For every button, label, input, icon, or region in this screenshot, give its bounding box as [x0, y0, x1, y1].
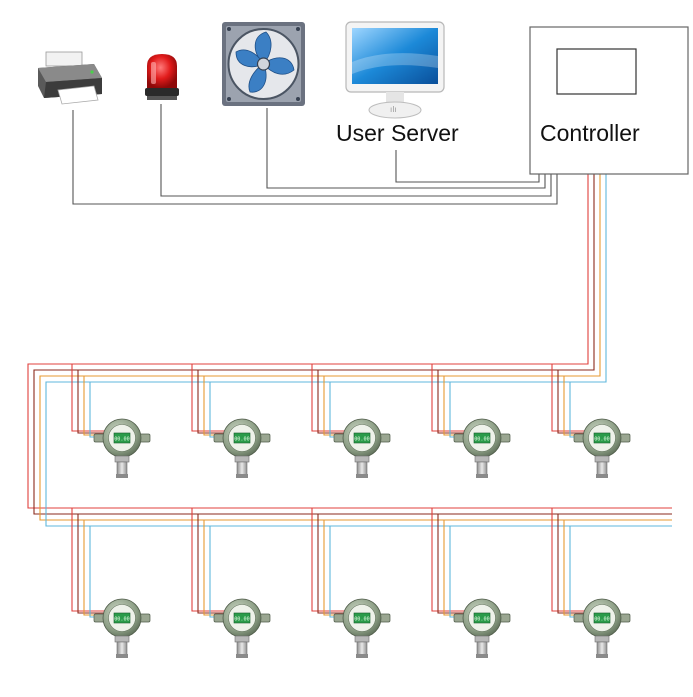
detector-reading: 00.00 [354, 437, 370, 443]
detector-screen [473, 432, 491, 444]
branch-wire [431, 508, 468, 612]
gas-detector-icon: 00.00 [573, 598, 631, 658]
branch-wire [329, 526, 348, 618]
branch-wire [443, 376, 468, 436]
branch-wire [431, 364, 468, 432]
branch-wire [71, 508, 108, 612]
sensor-bus [27, 174, 672, 618]
branch-wire [197, 370, 228, 434]
detector-screen [353, 432, 371, 444]
detector-reading: 00.00 [354, 617, 370, 623]
alarm-wire [160, 104, 552, 197]
bus-trunk [27, 174, 672, 509]
printer-icon [38, 51, 102, 105]
controller-label: Controller [540, 120, 640, 146]
branch-wire [557, 514, 588, 614]
branch-wire [569, 526, 588, 618]
detector-screen [113, 432, 131, 444]
alarm-beacon-icon [145, 54, 179, 100]
branch-wire [77, 370, 108, 434]
branch-wire [323, 520, 348, 616]
branch-wire [203, 376, 228, 436]
branch-wire [209, 526, 228, 618]
branch-wire [563, 376, 588, 436]
signal-wires [72, 104, 558, 205]
branch-wire [83, 376, 108, 436]
gas-detector-icon: 00.00 [213, 418, 271, 478]
branch-wire [311, 508, 348, 612]
detector-screen [233, 612, 251, 624]
detector-screen [113, 612, 131, 624]
controller-box-icon [529, 26, 689, 175]
branch-wire [449, 526, 468, 618]
branch-wire [437, 370, 468, 434]
branch-wire [197, 514, 228, 614]
detector-screen [593, 612, 611, 624]
exhaust-fan-icon [222, 22, 305, 106]
branch-wire [551, 508, 588, 612]
svg-text:ılı: ılı [390, 105, 397, 114]
detector-reading: 00.00 [114, 617, 130, 623]
gas-detector-icon: 00.00 [453, 598, 511, 658]
detector-screen [473, 612, 491, 624]
branch-wire [203, 520, 228, 616]
detector-screen [353, 612, 371, 624]
gas-detector-icon: 00.00 [213, 598, 271, 658]
detector-reading: 00.00 [594, 617, 610, 623]
gas-detector-icon: 00.00 [333, 418, 391, 478]
branch-wire [191, 364, 228, 432]
controller-display [556, 48, 637, 95]
fan-wire [266, 108, 546, 189]
detector-array: 00.00 00.00 00.00 00.00 00.00 00.00 00.00 00.00… [93, 418, 631, 658]
printer-wire [72, 110, 558, 205]
branch-wire [71, 364, 108, 432]
detector-reading: 00.00 [594, 437, 610, 443]
bus-trunk [45, 174, 672, 527]
monitor-icon: ılı [345, 21, 445, 119]
branch-wire [89, 526, 108, 618]
bus-trunk [33, 174, 672, 515]
branch-wire [557, 370, 588, 434]
gas-detector-icon: 00.00 [93, 418, 151, 478]
branch-wire [77, 514, 108, 614]
detector-reading: 00.00 [234, 437, 250, 443]
branch-wire [317, 370, 348, 434]
branch-wire [191, 508, 228, 612]
branch-wire [563, 520, 588, 616]
gas-detector-icon: 00.00 [93, 598, 151, 658]
gas-detector-icon: 00.00 [333, 598, 391, 658]
server-wire [395, 150, 540, 183]
detector-screen [233, 432, 251, 444]
branch-wire [83, 520, 108, 616]
detector-reading: 00.00 [114, 437, 130, 443]
detector-reading: 00.00 [474, 437, 490, 443]
gas-detector-icon: 00.00 [573, 418, 631, 478]
bus-trunk [39, 174, 672, 521]
detector-reading: 00.00 [234, 617, 250, 623]
branch-wire [323, 376, 348, 436]
gas-detector-icon: 00.00 [453, 418, 511, 478]
branch-wire [551, 364, 588, 432]
detector-reading: 00.00 [474, 617, 490, 623]
branch-wire [311, 364, 348, 432]
branch-wire [437, 514, 468, 614]
branch-wire [443, 520, 468, 616]
server-label: User Server [336, 120, 459, 146]
branch-wire [317, 514, 348, 614]
detector-screen [593, 432, 611, 444]
